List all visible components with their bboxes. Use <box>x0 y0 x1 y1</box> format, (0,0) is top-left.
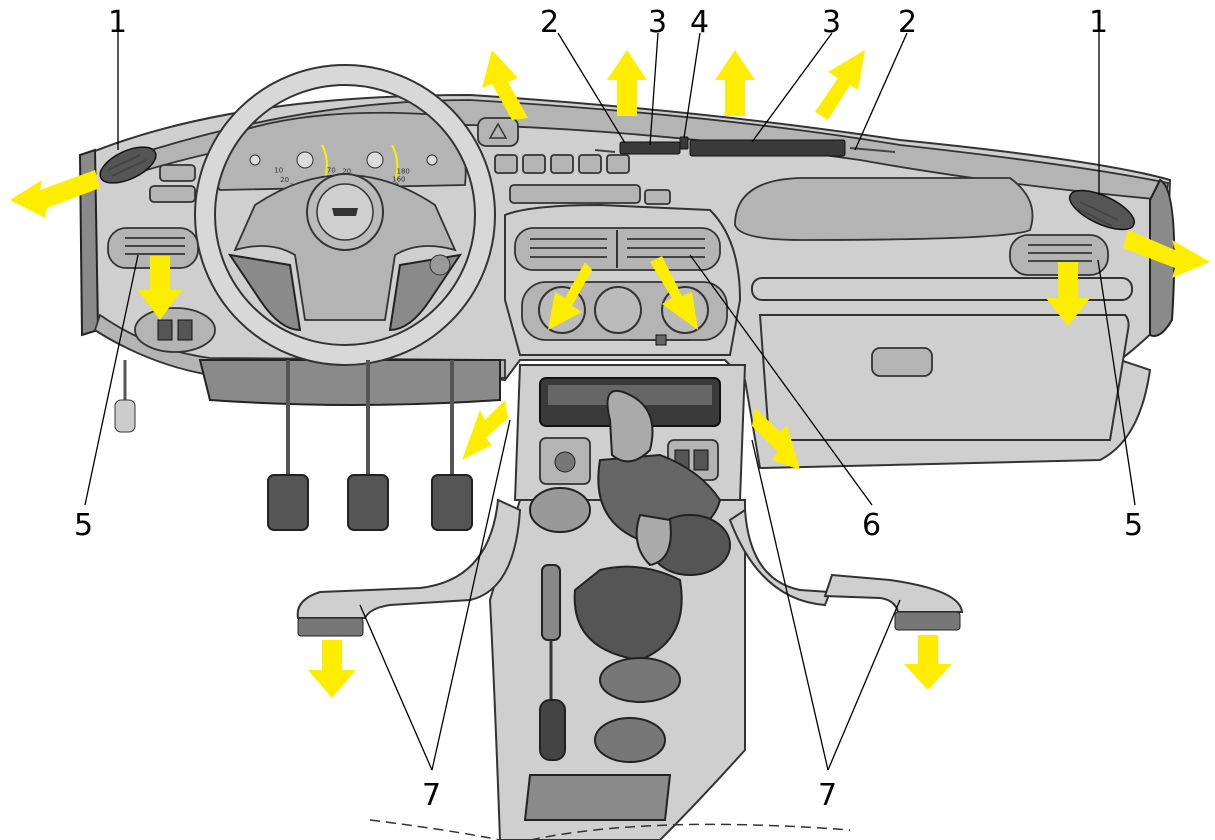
callout-6: 6 <box>862 508 881 543</box>
airflow-arrow-side-left <box>10 170 100 218</box>
airflow-arrow-defrost-4 <box>815 50 865 120</box>
side-face-vent-right <box>1009 234 1109 276</box>
center-switch-row <box>494 154 671 205</box>
callout-2-right: 2 <box>898 5 917 40</box>
tachometer-tick-label: 160 <box>392 175 405 183</box>
footwell-duct-left <box>296 498 522 637</box>
callout-3-left: 3 <box>648 5 667 40</box>
transfer-case-lever <box>573 513 683 662</box>
pedals <box>114 360 473 531</box>
windshield-defroster-slots <box>594 136 896 157</box>
airflow-arrow-face-left <box>138 256 182 320</box>
airflow-arrow-foot-right <box>752 408 800 470</box>
steering-wheel <box>194 64 496 366</box>
airflow-arrows <box>10 50 1210 698</box>
airflow-arrow-defrost-3 <box>715 50 755 116</box>
speedometer-tick-label: 20 <box>280 176 289 184</box>
cut-line <box>369 819 851 840</box>
callout-7-right: 7 <box>818 778 837 813</box>
airflow-arrow-side-right <box>1123 230 1210 278</box>
cup-holders <box>523 657 681 821</box>
airflow-arrow-defrost-1 <box>482 50 528 120</box>
switch-panel-left <box>134 164 216 353</box>
callout-3-right: 3 <box>822 5 841 40</box>
callout-7-left: 7 <box>422 778 441 813</box>
callout-2-left: 2 <box>540 5 559 40</box>
speedometer-tick-label: 70 <box>327 167 336 175</box>
callout-4: 4 <box>690 5 709 40</box>
callout-5-left: 5 <box>74 508 93 543</box>
airflow-arrow-rear-left <box>308 640 356 698</box>
speedometer-tick-label: 10 <box>274 167 283 175</box>
airflow-arrow-face-center-right <box>650 256 698 330</box>
gear-shifter <box>597 389 731 576</box>
side-window-vent-right <box>1068 189 1136 231</box>
airflow-arrow-face-center-left <box>548 262 592 330</box>
callout-labels: 1 2 3 4 3 2 1 5 6 5 7 7 <box>74 5 1143 813</box>
airflow-arrow-defrost-2 <box>607 50 647 116</box>
hazard-button <box>477 117 519 147</box>
airflow-arrow-foot-left <box>462 400 508 460</box>
leader-lines <box>84 30 1136 771</box>
callout-1-left: 1 <box>108 5 127 40</box>
airflow-arrow-face-right <box>1046 262 1090 326</box>
parking-brake-lever <box>529 487 591 761</box>
tachometer-tick-label: 20 <box>342 167 351 175</box>
callout-5-right: 5 <box>1124 508 1143 543</box>
callout-1-right: 1 <box>1089 5 1108 40</box>
airflow-arrow-rear-right <box>904 635 952 690</box>
footwell-duct-right <box>728 508 964 631</box>
side-window-vent-left <box>99 146 157 184</box>
tachometer-tick-label: 180 <box>397 167 410 175</box>
center-face-vents <box>514 227 721 271</box>
